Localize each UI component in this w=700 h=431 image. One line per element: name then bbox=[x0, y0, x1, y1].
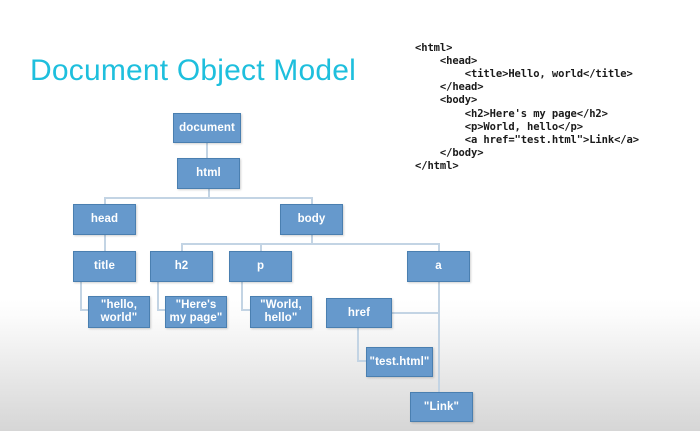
edge-href-test-v bbox=[357, 328, 359, 361]
tree-node-document[interactable]: document bbox=[173, 113, 241, 143]
edge-body-down bbox=[311, 235, 313, 244]
edge-p-world-v bbox=[241, 282, 243, 310]
tree-node-testhtml[interactable]: "test.html" bbox=[366, 347, 433, 377]
edge-h2-heres-h bbox=[157, 309, 166, 311]
tree-node-label: "World, hello" bbox=[260, 299, 302, 324]
tree-node-world[interactable]: "World, hello" bbox=[250, 296, 312, 328]
html-code-sample: <html> <head> <title>Hello, world</title… bbox=[415, 41, 639, 173]
tree-node-label: h2 bbox=[174, 260, 189, 272]
edge-title-hello-h bbox=[80, 309, 89, 311]
edge-html-down bbox=[208, 189, 210, 198]
tree-node-label: href bbox=[347, 306, 371, 319]
edge-href-test-h bbox=[357, 360, 367, 362]
page-title: Document Object Model bbox=[30, 54, 357, 87]
edge-title-hello-v bbox=[80, 282, 82, 310]
tree-node-html[interactable]: html bbox=[177, 158, 240, 189]
tree-node-title[interactable]: title bbox=[73, 251, 136, 282]
edge-h2-heres-v bbox=[157, 282, 159, 310]
edge-body-a bbox=[438, 243, 440, 252]
edge-body-h2 bbox=[181, 243, 183, 252]
tree-node-label: body bbox=[297, 213, 326, 225]
edge-a-link bbox=[438, 282, 440, 393]
tree-node-label: "Here's my page" bbox=[169, 299, 223, 324]
tree-node-label: p bbox=[256, 260, 265, 272]
tree-node-href[interactable]: href bbox=[326, 298, 392, 328]
tree-node-p[interactable]: p bbox=[229, 251, 292, 282]
tree-node-label: document bbox=[179, 121, 235, 134]
tree-node-label: html bbox=[196, 167, 221, 179]
edge-html-body bbox=[311, 197, 313, 205]
edge-p-world-h bbox=[241, 309, 251, 311]
tree-node-a[interactable]: a bbox=[407, 251, 470, 282]
tree-node-heres[interactable]: "Here's my page" bbox=[165, 296, 227, 328]
tree-node-body[interactable]: body bbox=[280, 204, 343, 235]
edge-body-p bbox=[260, 243, 262, 252]
edge-html-bus bbox=[104, 197, 312, 199]
edge-body-bus bbox=[181, 243, 439, 245]
tree-node-h2[interactable]: h2 bbox=[150, 251, 213, 282]
edge-html-head bbox=[104, 197, 106, 205]
tree-node-label: a bbox=[435, 260, 442, 272]
edge-head-title bbox=[104, 235, 106, 251]
edge-a-href-h bbox=[392, 312, 439, 314]
tree-node-label: title bbox=[94, 260, 115, 272]
tree-node-label: "test.html" bbox=[369, 355, 430, 368]
tree-node-hello[interactable]: "hello, world" bbox=[88, 296, 150, 328]
tree-node-label: head bbox=[90, 213, 119, 225]
tree-node-label: "hello, world" bbox=[100, 299, 138, 324]
edge-document-html bbox=[206, 143, 208, 158]
tree-node-label: "Link" bbox=[423, 400, 460, 413]
tree-node-link[interactable]: "Link" bbox=[410, 392, 473, 422]
tree-node-head[interactable]: head bbox=[73, 204, 136, 235]
